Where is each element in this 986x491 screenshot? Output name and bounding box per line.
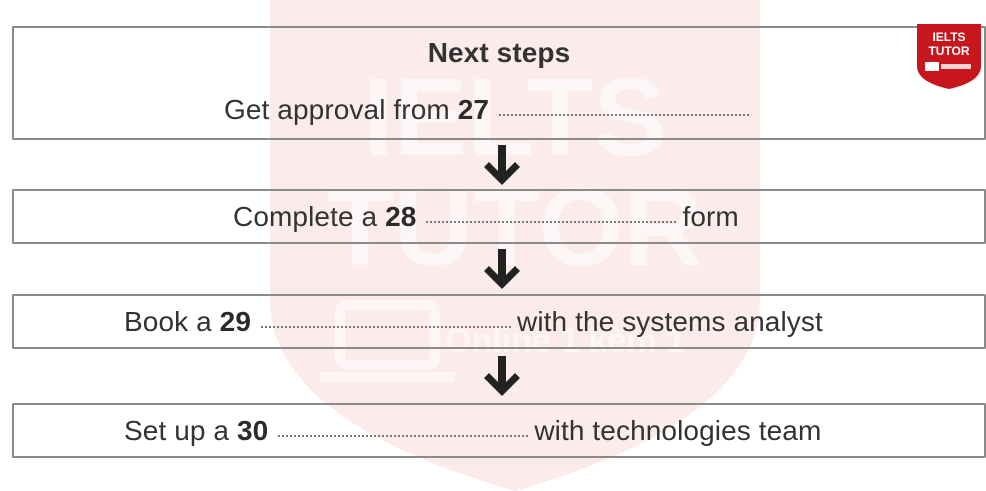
logo-line1: IELTS bbox=[932, 30, 966, 44]
step-4-blank[interactable] bbox=[278, 435, 529, 437]
ielts-tutor-logo: IELTS TUTOR bbox=[915, 22, 983, 90]
step-2-before: Complete a bbox=[233, 201, 378, 232]
step-4-after: with technologies team bbox=[534, 415, 822, 446]
step-3-text: Book a 29 with the systems analyst bbox=[124, 306, 823, 338]
step-2-blank[interactable] bbox=[426, 221, 677, 223]
step-3-blank[interactable] bbox=[261, 326, 512, 328]
watermark-line1: IELTS bbox=[363, 56, 667, 179]
step-3-before: Book a bbox=[124, 306, 212, 337]
step-2-text: Complete a 28 form bbox=[233, 201, 739, 233]
down-arrow-2 bbox=[484, 249, 520, 289]
down-arrow-3 bbox=[484, 356, 520, 396]
step-1-blank[interactable] bbox=[499, 114, 750, 116]
logo-shield-icon bbox=[917, 24, 981, 89]
step-1-before: Get approval from bbox=[224, 94, 450, 125]
watermark-line3: Online 1 kèm 1 bbox=[445, 322, 685, 360]
step-4-number: 30 bbox=[237, 415, 269, 446]
step-box-4 bbox=[12, 403, 986, 458]
step-2-after: form bbox=[682, 201, 739, 232]
flow-title: Next steps bbox=[0, 37, 986, 69]
step-2-number: 28 bbox=[385, 201, 417, 232]
step-3-number: 29 bbox=[219, 306, 252, 337]
step-1-number: 27 bbox=[457, 94, 490, 125]
step-box-1 bbox=[12, 26, 986, 140]
step-1-text: Get approval from 27 bbox=[224, 94, 755, 126]
step-4-text: Set up a 30 with technologies team bbox=[124, 415, 821, 447]
logo-line2: TUTOR bbox=[928, 44, 970, 58]
next-steps-title: Next steps bbox=[427, 37, 571, 68]
down-arrow-1 bbox=[484, 145, 520, 185]
step-box-3 bbox=[12, 294, 986, 349]
step-4-before: Set up a bbox=[124, 415, 230, 446]
watermark-logo: IELTS TUTOR Online 1 kèm 1 bbox=[270, 0, 760, 491]
step-box-2 bbox=[12, 189, 986, 244]
step-3-after: with the systems analyst bbox=[517, 306, 823, 337]
